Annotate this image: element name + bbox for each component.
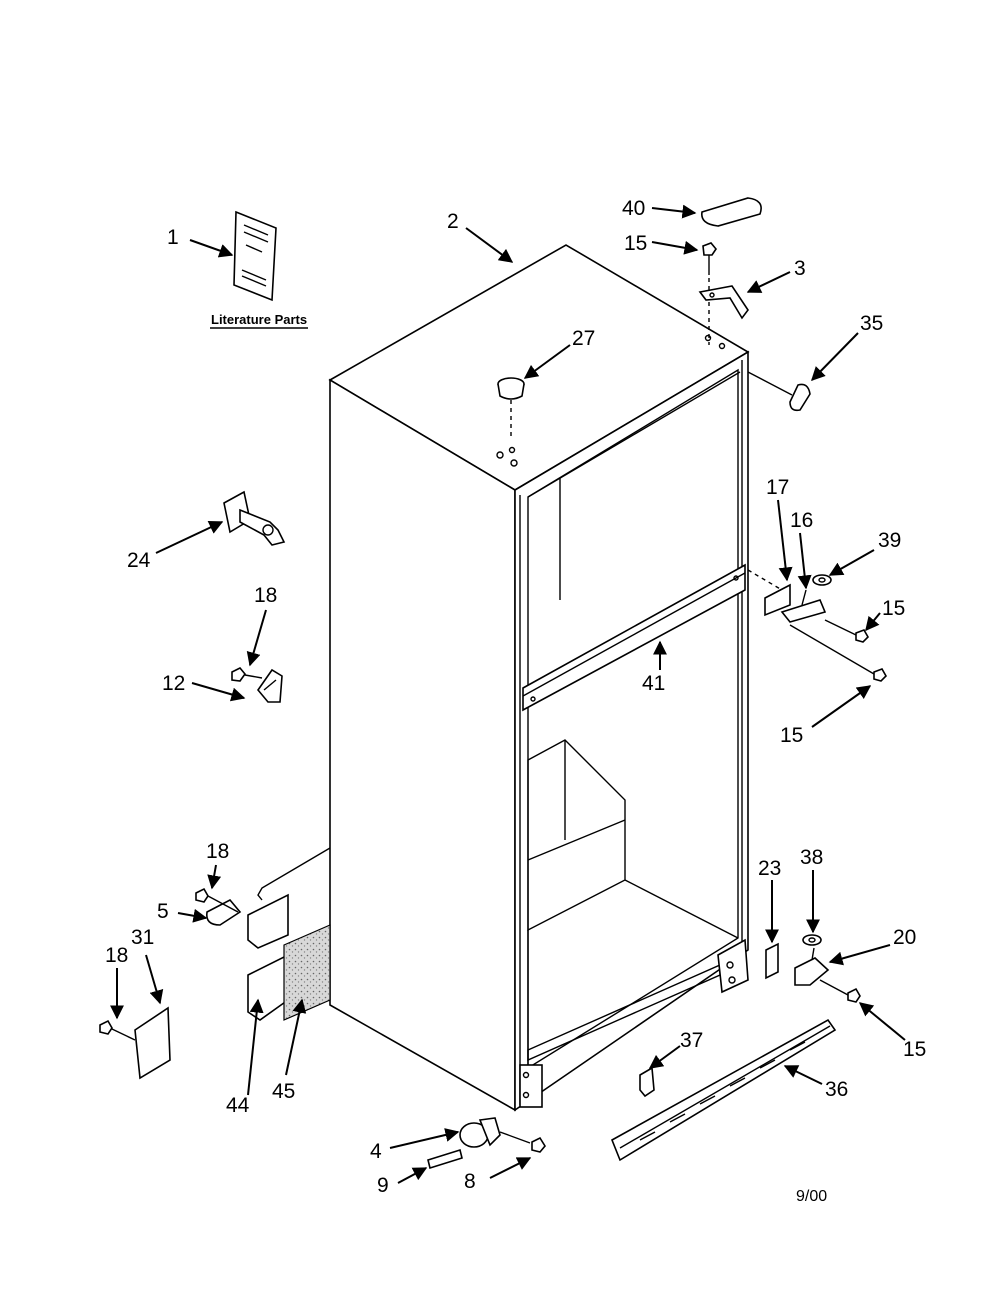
callout-17: 17 — [766, 476, 789, 499]
callout-2: 2 — [447, 210, 459, 233]
roller-part-4 — [459, 1117, 531, 1148]
callout-20: 20 — [893, 926, 916, 949]
callout-45: 45 — [272, 1080, 295, 1103]
axle-part-9 — [427, 1148, 463, 1170]
shim-part-23 — [765, 942, 779, 980]
callout-41: 41 — [642, 672, 665, 695]
washer-part-38 — [802, 934, 822, 946]
screw-part-18-left — [99, 1019, 136, 1041]
callout-18-lower: 18 — [206, 840, 229, 863]
callout-5: 5 — [157, 900, 169, 923]
callout-15-mid: 15 — [882, 597, 905, 620]
screw-part-15-mid — [789, 619, 887, 682]
hinge-shim-part-17 — [764, 583, 791, 617]
callout-4: 4 — [370, 1140, 382, 1163]
cabinet — [328, 244, 750, 1112]
callout-16: 16 — [790, 509, 813, 532]
callout-18-left: 18 — [105, 944, 128, 967]
top-hinge-part-3 — [698, 285, 749, 320]
callout-24: 24 — [127, 549, 151, 572]
screw-part-15-top — [702, 242, 717, 345]
literature-booklet-icon — [210, 210, 308, 329]
callout-8: 8 — [464, 1170, 476, 1193]
literature-parts-label: Literature Parts — [211, 312, 307, 327]
callout-37: 37 — [680, 1029, 703, 1052]
callout-3: 3 — [794, 257, 806, 280]
callout-31: 31 — [131, 926, 154, 949]
callout-15-top: 15 — [624, 232, 647, 255]
clip-part-35 — [747, 371, 811, 412]
screw-part-18-lower — [195, 887, 239, 913]
callout-labels: 1 2 40 15 3 27 35 24 18 12 17 16 39 15 1… — [105, 197, 926, 1205]
clip-part-37 — [639, 1066, 655, 1098]
stop-part-24 — [223, 490, 286, 546]
callout-44: 44 — [226, 1094, 250, 1117]
screw-part-18-upper — [231, 667, 263, 682]
callout-40: 40 — [622, 197, 645, 220]
screw-part-15-lower — [819, 979, 861, 1003]
callout-15-right: 15 — [780, 724, 803, 747]
date-code: 9/00 — [796, 1188, 827, 1205]
center-hinge-part-16 — [747, 569, 827, 623]
callout-9: 9 — [377, 1174, 389, 1197]
callout-15-lower: 15 — [903, 1038, 926, 1061]
plug-part-27 — [497, 377, 525, 440]
callout-1: 1 — [167, 226, 179, 249]
callout-18-upper: 18 — [254, 584, 277, 607]
callout-27: 27 — [572, 327, 595, 350]
callout-23: 23 — [758, 857, 781, 880]
callout-39: 39 — [878, 529, 901, 552]
lower-hinge-part-20 — [794, 947, 830, 986]
lower-hinge-area — [717, 938, 749, 994]
screw-part-8 — [531, 1136, 546, 1153]
bracket-part-12 — [256, 668, 283, 703]
insulation-pad-part-45 — [283, 924, 331, 1021]
toe-grille-part-36 — [610, 1018, 837, 1162]
mullion-part-41 — [522, 563, 746, 712]
callout-38: 38 — [800, 846, 823, 869]
callout-36: 36 — [825, 1078, 848, 1101]
leader-lines — [110, 204, 906, 1184]
callout-35: 35 — [860, 312, 883, 335]
callout-12: 12 — [162, 672, 185, 695]
washer-part-39 — [812, 574, 832, 586]
cover-part-31 — [134, 1006, 171, 1080]
hinge-cover-part-40 — [701, 197, 762, 227]
